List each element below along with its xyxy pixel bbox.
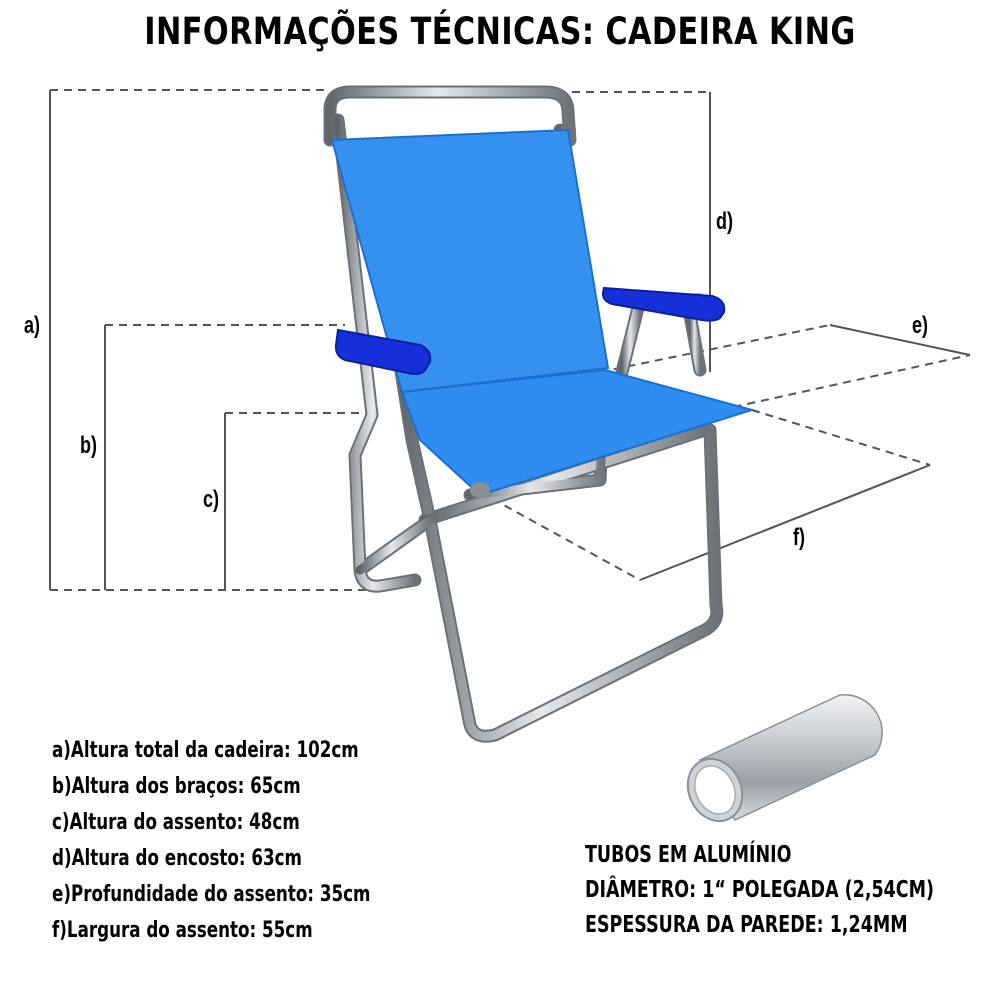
spec-seat-height: c)Altura do assento: 48cm — [52, 810, 300, 835]
tube-material: TUBOS EM ALUMÍNIO — [585, 842, 792, 868]
chair-armrests — [334, 286, 726, 375]
dimension-label-e: e) — [912, 312, 929, 339]
tube-diameter: DIÂMETRO: 1“ POLEGADA (2,54CM) — [585, 877, 935, 903]
aluminum-tube-illustration — [686, 694, 883, 823]
dimension-label-c: c) — [203, 486, 220, 513]
spec-backrest-height: d)Altura do encosto: 63cm — [52, 846, 302, 871]
dimension-label-f: f) — [793, 524, 805, 551]
dimension-label-b: b) — [80, 432, 97, 459]
chair-backrest — [330, 128, 610, 394]
chair-seat — [400, 368, 756, 497]
dimension-lines — [49, 89, 971, 591]
dimension-label-d: d) — [716, 208, 733, 235]
spec-seat-depth: e)Profundidade do assento: 35cm — [52, 882, 371, 907]
page-title: INFORMAÇÕES TÉCNICAS: CADEIRA KING — [144, 10, 856, 53]
tube-specifications: TUBOS EM ALUMÍNIO DIÂMETRO: 1“ POLEGADA … — [585, 838, 1000, 943]
seat-rivet — [470, 482, 490, 498]
specifications-list: a)Altura total da cadeira: 102cm b)Altur… — [52, 733, 471, 949]
spec-seat-width: f)Largura do assento: 55cm — [52, 918, 313, 943]
tube-wall-thickness: ESPESSURA DA PAREDE: 1,24MM — [585, 912, 908, 938]
spec-arm-height: b)Altura dos braços: 65cm — [52, 774, 301, 799]
spec-total-height: a)Altura total da cadeira: 102cm — [52, 738, 359, 763]
dimension-label-a: a) — [24, 312, 41, 339]
